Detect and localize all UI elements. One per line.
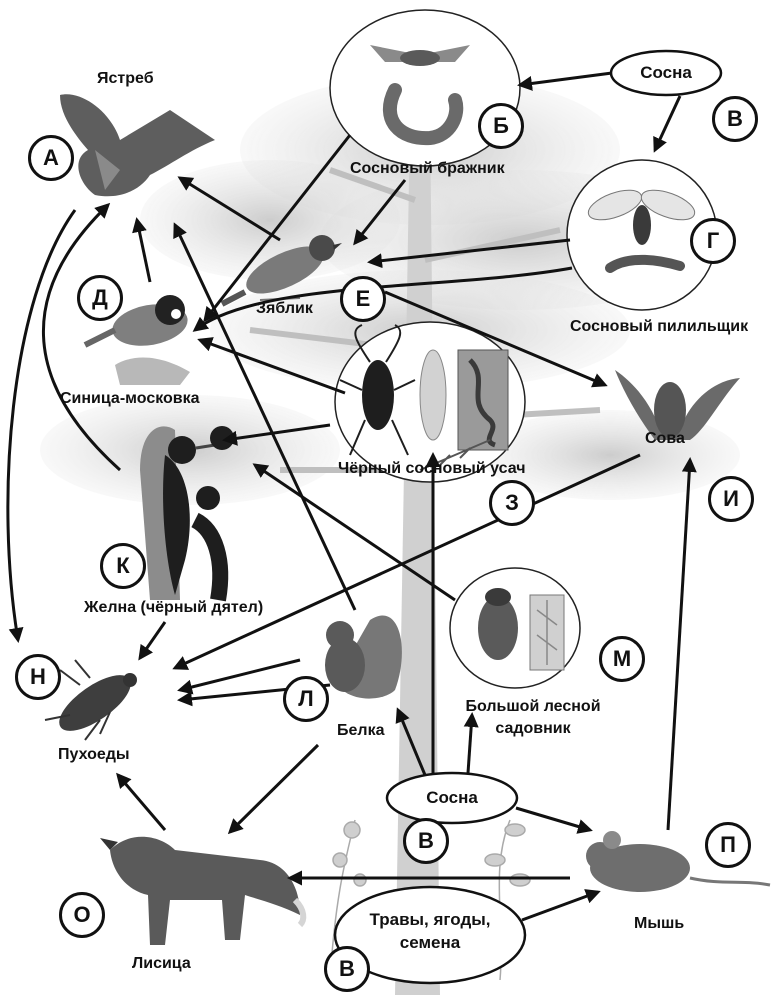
letter-a-marker: А xyxy=(28,135,74,181)
lice-label: Пухоеды xyxy=(58,746,130,764)
shoot-beetle-label-line1: Большой лесной xyxy=(458,698,608,716)
letter-g-marker: Г xyxy=(690,218,736,264)
letter-o-marker: О xyxy=(59,892,105,938)
letter-l-marker: Л xyxy=(283,676,329,722)
fox-illustration xyxy=(100,837,303,945)
owl-label: Сова xyxy=(645,430,685,448)
letter-n-marker: Н xyxy=(15,654,61,700)
letter-e-marker: Е xyxy=(340,276,386,322)
shoot-beetle-label-line2: садовник xyxy=(458,720,608,738)
letter-b-marker: Б xyxy=(478,103,524,149)
pine-top-text: Сосна xyxy=(611,63,721,83)
herbs-text-line2: семена xyxy=(345,933,515,953)
chaffinch-label: Зяблик xyxy=(256,300,313,318)
letter-p-marker: П xyxy=(705,822,751,868)
letter-m-marker: М xyxy=(599,636,645,682)
pine-hawkmoth-label: Сосновый бражник xyxy=(350,160,505,178)
squirrel-illustration xyxy=(325,615,402,698)
hawk-label: Ястреб xyxy=(97,70,154,88)
letter-d-marker: Д xyxy=(77,275,123,321)
pine-sawfly-label: Сосновый пилильщик xyxy=(570,318,748,336)
letter-i-marker: И xyxy=(708,476,754,522)
letter-v-top-marker: В xyxy=(712,96,758,142)
letter-v-bottom-marker: В xyxy=(403,818,449,864)
letter-z-marker: З xyxy=(489,480,535,526)
fox-label: Лисица xyxy=(132,955,191,973)
letter-v-herbs-marker: В xyxy=(324,946,370,992)
letter-k-marker: К xyxy=(100,543,146,589)
squirrel-label: Белка xyxy=(337,722,384,740)
pine-sawyer-label: Чёрный сосновый усач xyxy=(338,460,525,478)
coal-tit-label: Синица-московка xyxy=(60,390,200,408)
herbs-text-line1: Травы, ягоды, xyxy=(345,910,515,930)
pine-bottom-text: Сосна xyxy=(387,788,517,808)
mouse-label: Мышь xyxy=(634,915,684,933)
black-woodpecker-label: Желна (чёрный дятел) xyxy=(84,599,263,617)
